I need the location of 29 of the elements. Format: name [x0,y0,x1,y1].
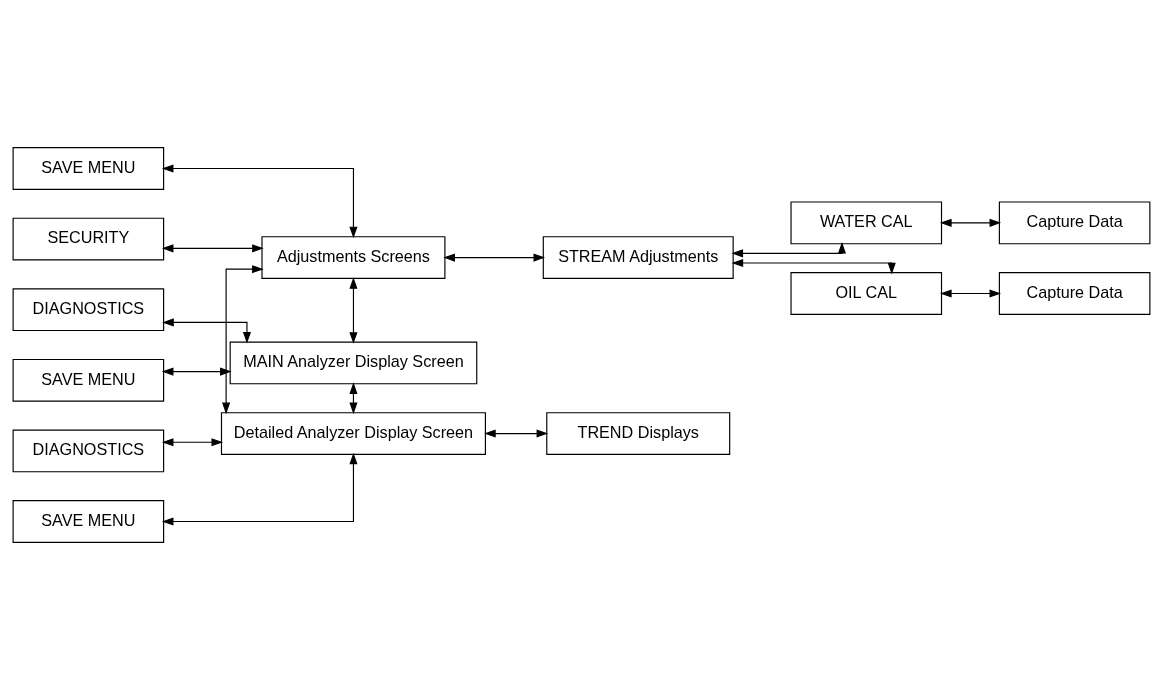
arrow [161,437,224,446]
arrow [731,258,896,274]
arrow [222,264,264,414]
node-box: SAVE MENU [12,146,165,190]
node-box: SAVE MENU [12,499,165,543]
arrow [731,241,846,257]
arrow [940,218,1002,227]
node-box: SECURITY [12,217,165,260]
arrow [161,243,264,252]
arrow [940,288,1002,298]
node-box: DIAGNOSTICS [12,429,165,472]
arrow [443,253,546,262]
node-box: SAVE MENU [12,358,165,402]
node-box: Detailed Analyzer Display Screen [220,411,486,455]
node-box: TREND Displays [546,411,731,455]
node-box: DIAGNOSTICS [12,287,165,331]
node-box: STREAM Adjustments [542,235,734,279]
arrow [161,163,358,238]
node-box: Capture Data [998,271,1151,315]
node-box: OIL CAL [790,271,943,315]
node-box: WATER CAL [790,200,943,244]
arrow [349,276,358,344]
node-box: MAIN Analyzer Display Screen [229,341,478,384]
arrow [484,429,549,438]
arrow [161,367,232,376]
arrow [162,317,251,343]
arrow [161,452,358,526]
node-box: Adjustments Screens [261,235,446,279]
node-box: Capture Data [998,200,1151,244]
